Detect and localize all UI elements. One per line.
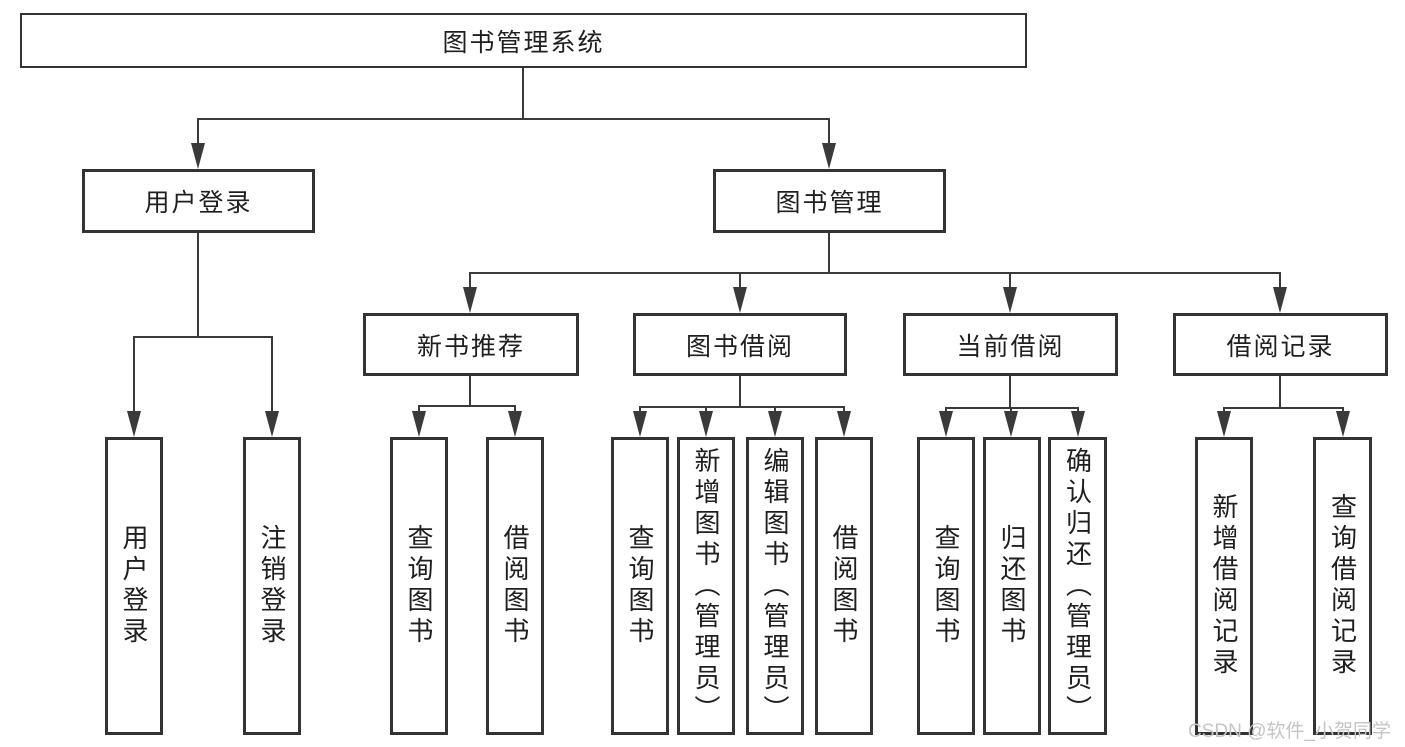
arrow-down-icon [939, 411, 953, 437]
arrow-down-icon [1336, 411, 1350, 437]
connector-line-horizontal [470, 272, 1280, 274]
node-leaf-query-book-1: 查询图书 [390, 437, 448, 735]
connector-line-vertical [469, 376, 471, 407]
node-leaf-add-record: 新增借阅记录 [1195, 437, 1253, 735]
arrow-down-icon [463, 287, 477, 313]
connector-line-vertical [1279, 272, 1281, 293]
connector-line-horizontal [946, 407, 1078, 409]
connector-line-vertical [469, 272, 471, 293]
connector-line-horizontal [419, 405, 515, 407]
node-leaf-add-book: 新增图书（管理员） [677, 437, 735, 735]
arrow-down-icon [1217, 411, 1231, 437]
connector-line-vertical [739, 272, 741, 293]
arrow-down-icon [508, 411, 522, 437]
node-leaf-return-book: 归还图书 [983, 437, 1041, 735]
node-leaf-borrow-book-1: 借阅图书 [486, 437, 544, 735]
arrow-down-icon [412, 411, 426, 437]
arrow-down-icon [633, 411, 647, 437]
node-leaf-edit-book: 编辑图书（管理员） [746, 437, 804, 735]
node-leaf-query-book-3: 查询图书 [917, 437, 975, 735]
connector-line-vertical [271, 336, 273, 417]
arrow-down-icon [265, 411, 279, 437]
node-new-book-recommend: 新书推荐 [363, 313, 579, 376]
arrow-down-icon [699, 411, 713, 437]
node-book-borrow: 图书借阅 [633, 313, 847, 376]
arrow-down-icon [1003, 287, 1017, 313]
connector-line-vertical [133, 336, 135, 417]
node-borrow-record: 借阅记录 [1173, 313, 1388, 376]
node-leaf-logout: 注销登录 [243, 437, 301, 735]
csdn-watermark: CSDN @软件_小贺同学 [1188, 721, 1391, 742]
arrow-down-icon [1004, 411, 1018, 437]
connector-line-vertical [739, 376, 741, 408]
arrow-down-icon [822, 143, 836, 169]
connector-line-horizontal [198, 118, 829, 120]
node-leaf-query-book-2: 查询图书 [611, 437, 669, 735]
node-leaf-user-login: 用户登录 [105, 437, 163, 735]
connector-line-vertical [522, 68, 524, 120]
arrow-down-icon [1273, 287, 1287, 313]
connector-line-vertical [1279, 376, 1281, 409]
connector-line-vertical [1009, 272, 1011, 293]
connector-line-horizontal [1224, 407, 1343, 409]
arrow-down-icon [768, 411, 782, 437]
arrow-down-icon [127, 411, 141, 437]
node-leaf-query-record: 查询借阅记录 [1313, 437, 1372, 735]
node-book-management: 图书管理 [713, 169, 946, 233]
connector-line-vertical [828, 118, 830, 149]
node-leaf-borrow-book-2: 借阅图书 [815, 437, 873, 735]
connector-line-vertical [1009, 376, 1011, 409]
node-user-login-group: 用户登录 [82, 169, 315, 233]
connector-line-vertical [197, 118, 199, 149]
connector-line-vertical [197, 233, 199, 338]
arrow-down-icon [837, 411, 851, 437]
arrow-down-icon [733, 287, 747, 313]
connector-line-horizontal [134, 336, 272, 338]
node-root: 图书管理系统 [20, 13, 1027, 68]
connector-line-horizontal [640, 406, 844, 408]
connector-line-vertical [828, 233, 830, 274]
arrow-down-icon [1071, 411, 1085, 437]
node-leaf-confirm-return: 确认归还（管理员） [1048, 437, 1107, 735]
arrow-down-icon [191, 143, 205, 169]
node-current-borrow: 当前借阅 [903, 313, 1118, 376]
